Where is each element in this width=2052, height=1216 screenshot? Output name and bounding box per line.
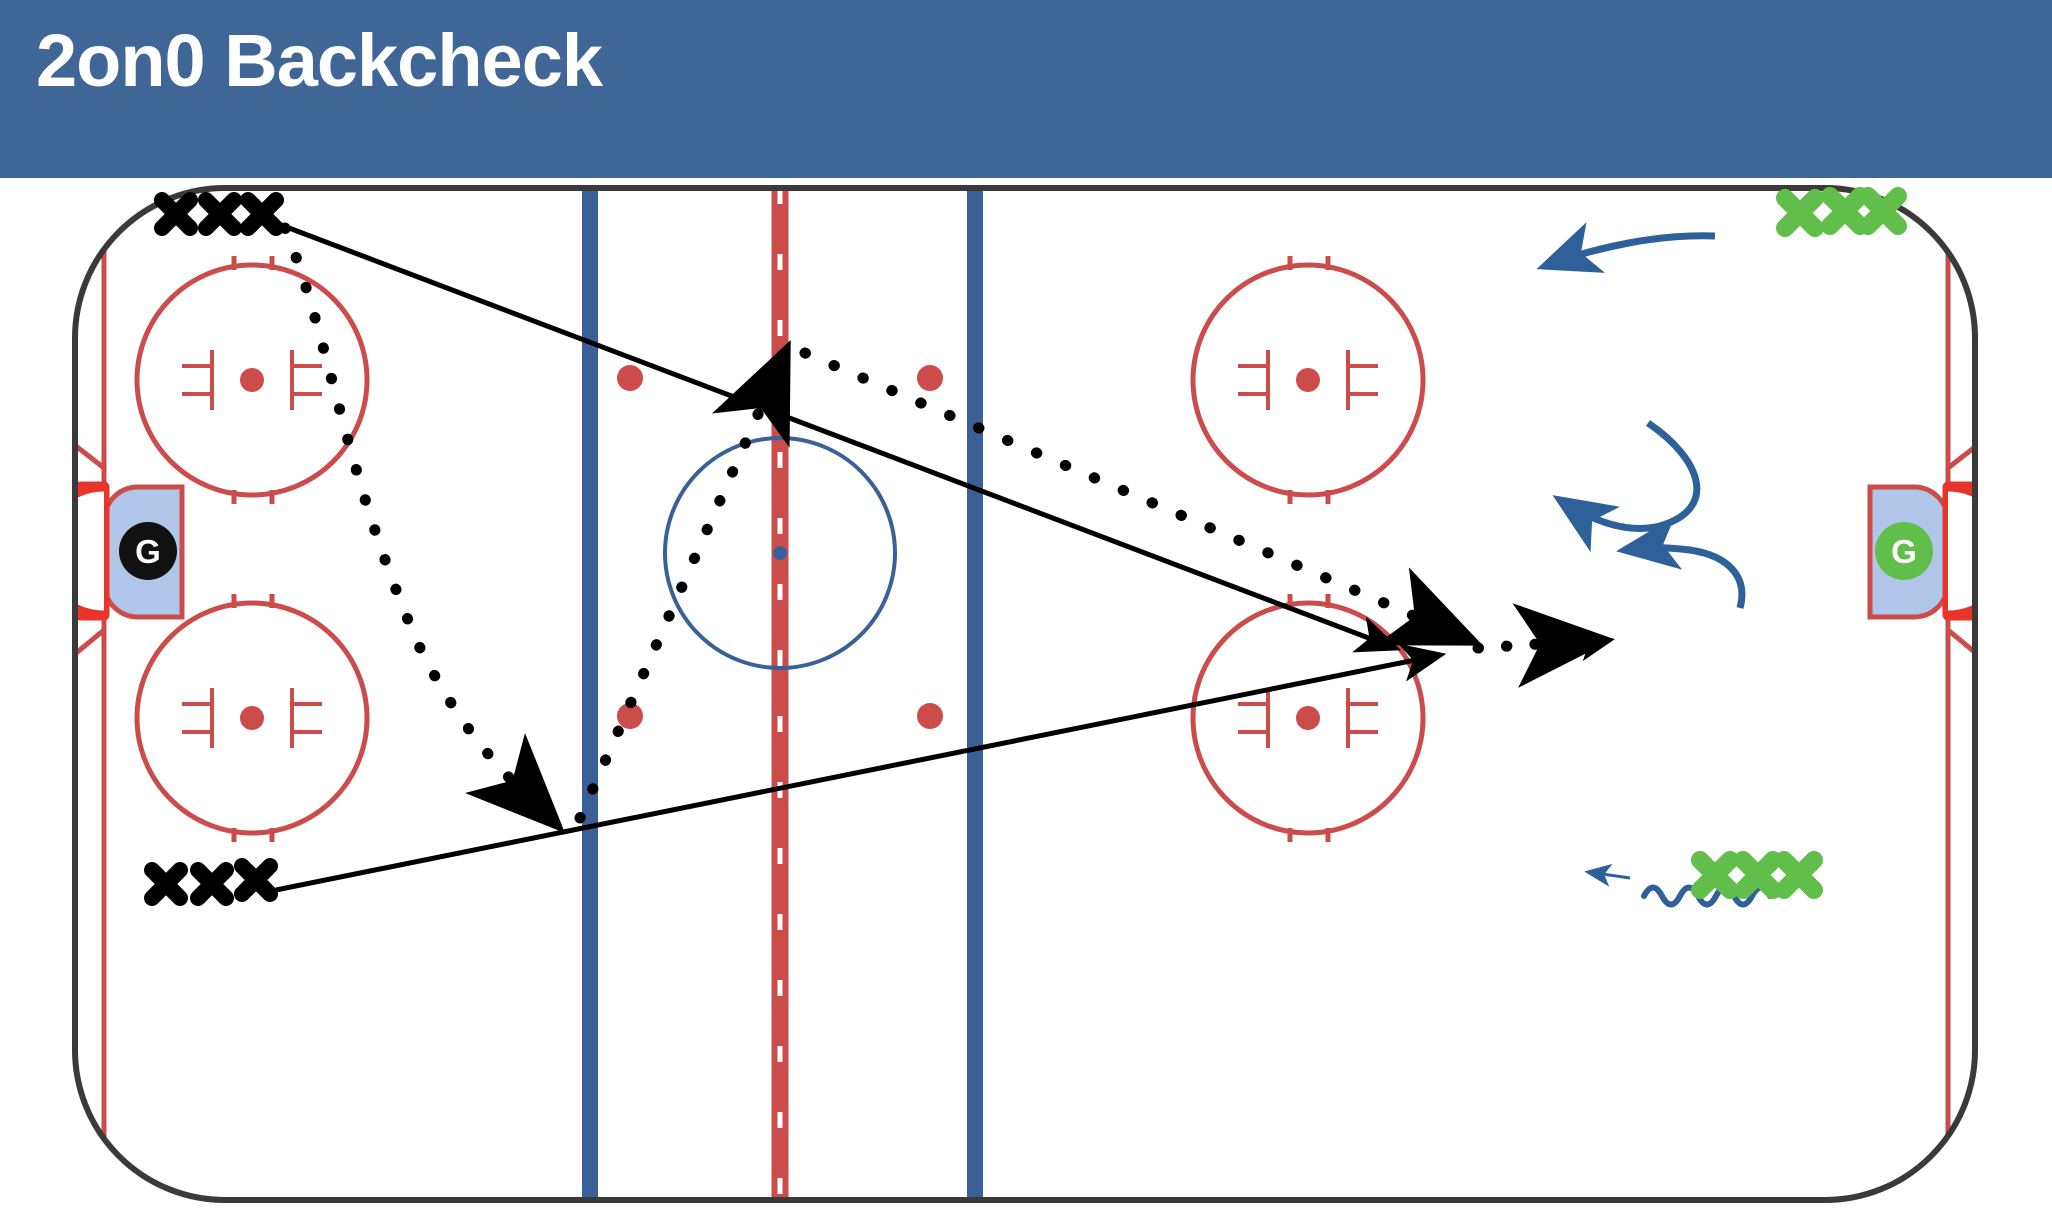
player-marker-x[interactable]	[144, 862, 188, 906]
skate-path-black-bottom-real	[275, 643, 1447, 893]
faceoff-circle-right-top	[1190, 256, 1426, 504]
player-marker-x[interactable]	[1859, 187, 1907, 235]
ref-line-left-lower	[75, 628, 106, 685]
goal-left: G	[75, 481, 185, 621]
pass-path-triple-arrow-tip	[1569, 630, 1616, 662]
player-marker-x[interactable]	[234, 858, 278, 902]
title-banner: 2on0 Backcheck	[0, 0, 2052, 178]
page-title: 2on0 Backcheck	[36, 19, 603, 102]
player-group-green-bottom-right[interactable]	[1691, 851, 1823, 899]
backcheck-arrow-green-mid-lower	[1616, 516, 1746, 609]
pass-path-dotted-down-left	[279, 222, 566, 833]
player-marker-x[interactable]	[1734, 851, 1782, 899]
player-marker-x[interactable]	[198, 192, 242, 236]
player-marker-x[interactable]	[190, 862, 234, 906]
player-group-black-top-left[interactable]	[154, 192, 284, 236]
player-marker-x[interactable]	[240, 192, 284, 236]
neutral-dot-bottom-left	[617, 703, 643, 729]
ref-line-right-upper	[1946, 416, 1975, 470]
backcheck-arrow-green-top	[1536, 222, 1716, 273]
goalie-left-label: G	[135, 533, 161, 570]
player-marker-x[interactable]	[1691, 851, 1739, 899]
rink-boards	[72, 185, 1978, 1203]
goalie-left	[119, 522, 177, 580]
rink-container: G G	[0, 178, 2052, 1216]
goalie-right-label: G	[1891, 533, 1917, 570]
backcheck-arrow-green-bottom-head	[1584, 863, 1631, 887]
ice-surface	[75, 188, 1975, 1200]
player-marker-x[interactable]	[154, 192, 198, 236]
player-marker-x[interactable]	[1821, 187, 1869, 235]
faceoff-circle-left-bottom	[134, 594, 370, 842]
skate-path-black-top	[267, 217, 1402, 653]
neutral-dot-top-right	[917, 365, 943, 391]
goalie-right	[1875, 522, 1933, 580]
center-ice-dot	[773, 546, 787, 560]
rink-diagram: G G	[72, 185, 1978, 1203]
goal-right: G	[1867, 481, 1975, 621]
player-marker-x[interactable]	[1775, 851, 1823, 899]
player-group-black-bottom-left[interactable]	[144, 858, 278, 906]
neutral-dot-top-left	[617, 365, 643, 391]
player-group-green-top-right[interactable]	[1776, 187, 1907, 237]
faceoff-circle-left-top	[134, 256, 370, 504]
pass-path-dotted-final-leg	[1472, 603, 1615, 688]
backcheck-arrow-green-bottom	[1641, 884, 1773, 908]
ref-line-right-lower	[1946, 628, 1975, 685]
pass-path-dotted-up-center	[574, 340, 791, 824]
faceoff-circle-right-bottom	[1190, 594, 1426, 842]
ref-line-left-upper	[75, 416, 106, 470]
neutral-dot-bottom-right	[917, 703, 943, 729]
pass-path-dotted-to-right-circle	[799, 347, 1483, 646]
player-marker-x[interactable]	[1776, 189, 1824, 237]
